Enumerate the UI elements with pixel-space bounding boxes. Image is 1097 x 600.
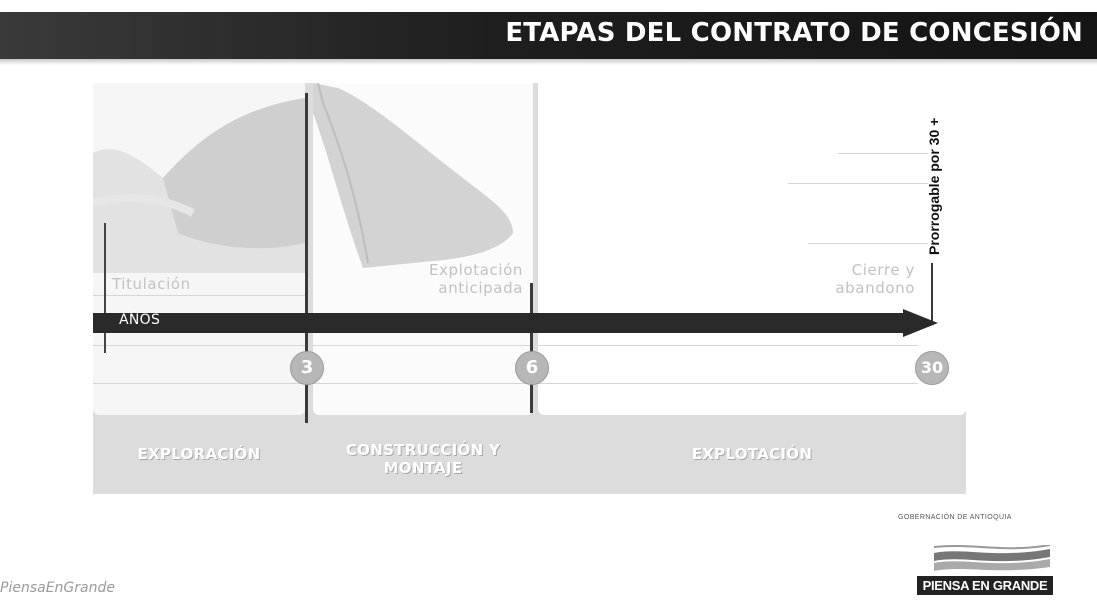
panel-exploracion bbox=[93, 83, 305, 415]
phase-label-exploracion: EXPLORACIÓN bbox=[137, 445, 261, 463]
stages-diagram: Titulación Explotación anticipada Cierre… bbox=[93, 83, 966, 494]
logo-text: PIENSA EN GRANDE bbox=[917, 576, 1053, 595]
timeline-line-6 bbox=[530, 283, 533, 413]
extension-note: Prorrogable por 30 + bbox=[926, 117, 942, 255]
hill-graphic bbox=[93, 98, 305, 273]
faint-line bbox=[838, 153, 928, 154]
marker-year-30: 30 bbox=[915, 351, 949, 385]
faint-line bbox=[538, 383, 918, 384]
page-title: ETAPAS DEL CONTRATO DE CONCESIÓN bbox=[505, 18, 1083, 48]
faint-line bbox=[538, 345, 918, 346]
timeline-start-line bbox=[104, 223, 106, 353]
timeline-line-30 bbox=[931, 263, 933, 323]
phase-label-construccion: CONSTRUCCIÓN Y MONTAJE bbox=[313, 441, 533, 477]
faint-line bbox=[93, 383, 305, 384]
logo-graphic bbox=[934, 545, 1050, 571]
phase-label-line: CONSTRUCCIÓN Y bbox=[345, 441, 501, 459]
title-shadow bbox=[0, 59, 1097, 65]
panel-construccion bbox=[313, 83, 533, 415]
phase-label-explotacion: EXPLOTACIÓN bbox=[691, 445, 813, 463]
faint-line bbox=[808, 243, 928, 244]
faint-line bbox=[93, 295, 305, 296]
stage-note-cierre: Cierre y abandono bbox=[788, 261, 915, 297]
stage-note-titulacion: Titulación bbox=[112, 275, 191, 293]
stage-note-line: abandono bbox=[835, 279, 915, 297]
marker-year-6: 6 bbox=[515, 351, 549, 385]
faint-line bbox=[788, 183, 928, 184]
hashtag-text: PiensaEnGrande bbox=[0, 580, 115, 596]
stage-note-line: anticipada bbox=[438, 279, 523, 297]
government-label: GOBERNACIÓN DE ANTIOQUIA bbox=[898, 514, 1012, 521]
stage-note-line: Explotación bbox=[429, 261, 523, 279]
faint-line bbox=[313, 383, 533, 384]
marker-year-3: 3 bbox=[290, 351, 324, 385]
stage-note-explotacion-anticipada: Explotación anticipada bbox=[393, 261, 523, 297]
title-bar: ETAPAS DEL CONTRATO DE CONCESIÓN bbox=[0, 12, 1097, 59]
axis-label-anos: AÑOS bbox=[119, 312, 161, 328]
faint-line bbox=[313, 345, 533, 346]
panel-explotacion bbox=[538, 83, 966, 415]
faint-line bbox=[93, 345, 305, 346]
phase-label-line: MONTAJE bbox=[383, 459, 463, 477]
timeline-arrow bbox=[93, 309, 938, 337]
rock-graphic bbox=[313, 83, 513, 268]
stage-note-line: Cierre y bbox=[851, 261, 915, 279]
timeline-line-3 bbox=[305, 93, 308, 423]
